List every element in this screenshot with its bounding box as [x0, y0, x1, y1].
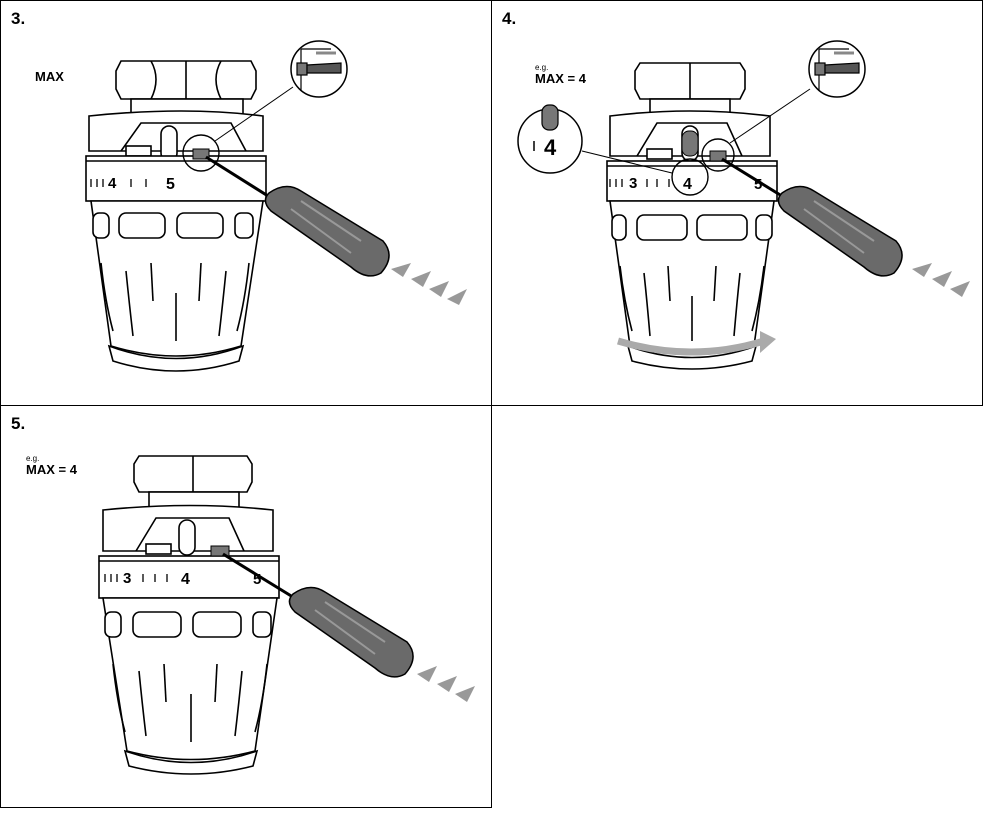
thermostat-illustration: 3 4 5 4 [517, 40, 970, 370]
step-number: 3. [11, 9, 26, 28]
screwdriver [721, 157, 903, 277]
indicator-slot [178, 519, 196, 556]
thermostat-illustration: 4 5 [85, 40, 467, 372]
scale-number-right: 5 [253, 571, 261, 588]
screwdriver [222, 552, 414, 678]
scale-number-mid: 4 [683, 176, 692, 193]
max-value-text: MAX = 4 [535, 71, 586, 86]
zoom-scale-number: 4 [544, 135, 557, 160]
push-arrows [417, 666, 475, 702]
max-value-text: MAX = 4 [26, 462, 77, 477]
detail-callout-circle [182, 134, 220, 172]
scale-number-left: 3 [629, 175, 637, 192]
step-5-panel: 5. e.g. MAX = 4 [0, 405, 492, 808]
step-number: 4. [502, 9, 517, 28]
step-4-panel: 4. e.g. MAX = 4 [491, 0, 983, 406]
screwdriver [205, 155, 390, 277]
scale-band [85, 155, 267, 202]
thermostat-illustration: 3 4 5 [98, 455, 475, 775]
scale-number-mid: 4 [181, 571, 190, 588]
step-number: 5. [11, 414, 26, 433]
scale-number-left: 3 [123, 570, 131, 587]
max-label: MAX [35, 69, 64, 84]
scale-number-left: 4 [108, 175, 117, 192]
push-arrows [391, 263, 467, 305]
push-arrows [912, 263, 970, 297]
empty-panel [491, 405, 983, 808]
scale-number-mid: 5 [166, 176, 175, 193]
eg-text: e.g. [535, 63, 549, 72]
max-label: e.g. MAX = 4 [535, 63, 586, 86]
step-3-panel: 3. MAX [0, 0, 492, 406]
rotation-arrow [617, 337, 766, 356]
scale-callout-circle [671, 158, 709, 196]
detail-callout-circle [701, 138, 735, 172]
scale-band [98, 555, 280, 599]
eg-text: e.g. [26, 454, 40, 463]
thermostat-body [102, 597, 278, 761]
scale-number-right: 5 [754, 176, 762, 193]
max-label: e.g. MAX = 4 [26, 454, 77, 477]
